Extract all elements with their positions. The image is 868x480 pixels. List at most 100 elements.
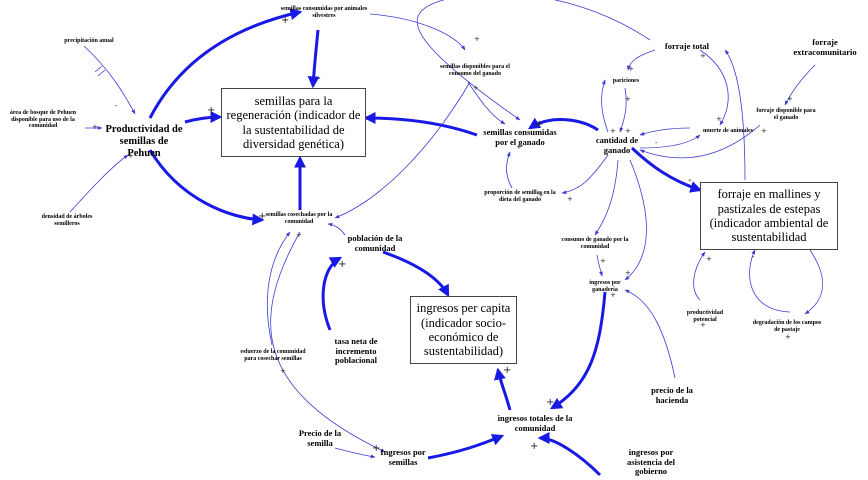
- node-cantidad-ganado: cantidad de ganado: [595, 135, 639, 155]
- link-mallines-to-degradacion: [804, 249, 824, 315]
- link-esfuerzo-to-cosechadas: [266, 231, 291, 346]
- node-esfuerzo: esfuerzo de la comunidad para cosechar s…: [240, 349, 306, 362]
- polarity-sign: +: [761, 127, 767, 135]
- link-ganado-to-consumidas: [527, 117, 599, 132]
- polarity-sign: +: [280, 367, 286, 375]
- link-productividad-to-animales: [148, 8, 303, 119]
- polarity-sign: +: [625, 95, 631, 103]
- node-tasa-neta: tasa neta de incremento poblacional: [334, 336, 378, 366]
- link-ganado-to-consumo: [594, 159, 619, 236]
- node-ingresos-ganaderia: ingresos por ganadería: [589, 280, 621, 293]
- link-consumo-to-ganaderia: [596, 254, 603, 277]
- node-semillas-consumidas-ganado: semillas consumidas por el ganado: [483, 127, 557, 147]
- node-precipitacion: precipitación anual: [64, 38, 114, 44]
- link-ingresos-semillas-to-totales: [427, 434, 505, 460]
- link-forraje-to-pariciones: [626, 49, 656, 71]
- polarity-sign: +: [128, 152, 134, 160]
- polarity-sign: -: [688, 175, 692, 186]
- node-semillas-disponibles: semillas disponibles para el consumo del…: [440, 64, 510, 77]
- link-mallines-to-forraje: [724, 49, 746, 181]
- polarity-sign: +: [600, 257, 606, 265]
- node-forraje-extra: forraje extracomunitario: [793, 37, 857, 57]
- polarity-sign: +: [92, 123, 98, 131]
- node-densidad-arboles: densidad de árboles semilleros: [41, 214, 93, 227]
- node-degradacion: degradación de los campos de pastaje: [752, 320, 822, 333]
- link-degradacion-to-mallines: [749, 249, 791, 313]
- polarity-sign: -: [115, 102, 118, 110]
- link-disponibles-to-consumidas: [467, 81, 506, 125]
- link-forraje-to-muerte: [699, 49, 729, 126]
- link-ganado-to-pariciones: [601, 79, 609, 133]
- polarity-sign: +: [338, 259, 347, 270]
- node-forraje-disponible: forraje disponible para el ganado: [756, 108, 816, 121]
- polarity-sign: +: [281, 15, 290, 26]
- polarity-sign: -: [302, 161, 306, 172]
- link-cosechadas-to-ingresos-semillas: [270, 231, 386, 453]
- node-ingresos-asistencia: ingresos por asistencia del gobierno: [627, 447, 675, 477]
- node-forraje-mallines: forraje en mallines y pastizales de este…: [700, 182, 838, 250]
- link-ganado-to-forraje-mallines: [630, 146, 703, 193]
- polarity-sign: +: [610, 127, 616, 135]
- link-densidad-to-productividad: [69, 154, 129, 213]
- node-pariciones: pariciones: [612, 78, 640, 84]
- link-ganado-to-proporcion: [561, 154, 609, 195]
- polarity-sign: +: [700, 52, 706, 60]
- polarity-sign: +: [207, 105, 216, 116]
- polarity-sign: +: [503, 365, 512, 376]
- node-consumo-ganado: consumo de ganado por la comunidad: [561, 237, 629, 250]
- polarity-sign: +: [716, 115, 722, 123]
- polarity-sign: +: [258, 211, 267, 222]
- polarity-sign: +: [706, 255, 712, 263]
- polarity-sign: -: [655, 139, 658, 147]
- polarity-sign: +: [372, 443, 381, 454]
- link-productividad-to-regeneracion: [184, 111, 223, 124]
- polarity-sign: +: [700, 321, 706, 329]
- link-precipitacion-to-productividad: [83, 45, 136, 115]
- link-ganaderia-to-totales: [549, 291, 607, 410]
- link-asistencia-to-totales: [537, 432, 602, 477]
- polarity-sign: +: [474, 35, 480, 43]
- link-pariciones-to-ganado: [619, 87, 627, 133]
- node-ingresos-totales: ingresos totales de la comunidad: [497, 413, 573, 433]
- polarity-sign: +: [535, 119, 544, 130]
- link-extra-to-disponible: [784, 64, 816, 106]
- node-area-bosque: área de bosque de Pehuen disponible para…: [9, 110, 77, 130]
- polarity-sign: +: [538, 191, 544, 199]
- link-animales-to-disponibles: [369, 13, 466, 51]
- link-disponibles-to-cosechadas: [334, 81, 471, 219]
- polarity-sign: +: [296, 231, 302, 239]
- node-precio-hacienda: precio de la hacienda: [651, 385, 693, 405]
- polarity-sign: +: [516, 143, 522, 151]
- link-tasa-to-poblacion: [321, 256, 343, 331]
- node-productividad-potencial: productividad potencial: [686, 310, 724, 323]
- polarity-sign: +: [567, 195, 573, 203]
- delay-mark: [94, 65, 106, 77]
- node-poblacion: población de la comunidad: [347, 233, 403, 253]
- node-proporcion-semillas: proporción de semillas en la dieta del g…: [484, 190, 556, 203]
- link-ganado-to-ganaderia: [624, 159, 647, 281]
- link-muerte-to-ganado: [639, 127, 691, 136]
- node-precio-semilla: Precio de la semilla: [298, 428, 342, 448]
- link-disponible-to-ganado: [639, 124, 761, 159]
- link-hacienda-to-ganaderia: [624, 289, 676, 379]
- polarity-sign: +: [787, 95, 793, 103]
- link-ganado-to-muerte: [639, 134, 701, 149]
- link-potencial-to-mallines: [693, 251, 706, 301]
- polarity-sign: +: [530, 441, 539, 452]
- link-productividad-to-cosechadas: [148, 149, 265, 226]
- polarity-sign: +: [546, 397, 555, 408]
- node-semillas-cosechadas: semillas cosechadas por la comunidad: [265, 212, 333, 225]
- node-muerte-animales: muerte de animales: [703, 128, 753, 134]
- polarity-sign: +: [785, 333, 791, 341]
- node-semillas-animales: semillas consumidas por animales silvest…: [280, 6, 368, 19]
- polarity-sign: +: [625, 127, 631, 135]
- polarity-sign: +: [625, 269, 631, 277]
- polarity-sign: +: [473, 84, 479, 92]
- polarity-sign: +: [610, 291, 616, 299]
- link-precio-to-ingresos-semillas: [334, 447, 376, 459]
- node-ingresos-semillas: Ingresos por semillas: [380, 447, 426, 467]
- node-ingresos-per-capita: ingresos per capita (indicador socio-eco…: [410, 296, 517, 364]
- link-forraje-to-consumidas: [416, 0, 651, 121]
- polarity-sign: -: [317, 73, 321, 84]
